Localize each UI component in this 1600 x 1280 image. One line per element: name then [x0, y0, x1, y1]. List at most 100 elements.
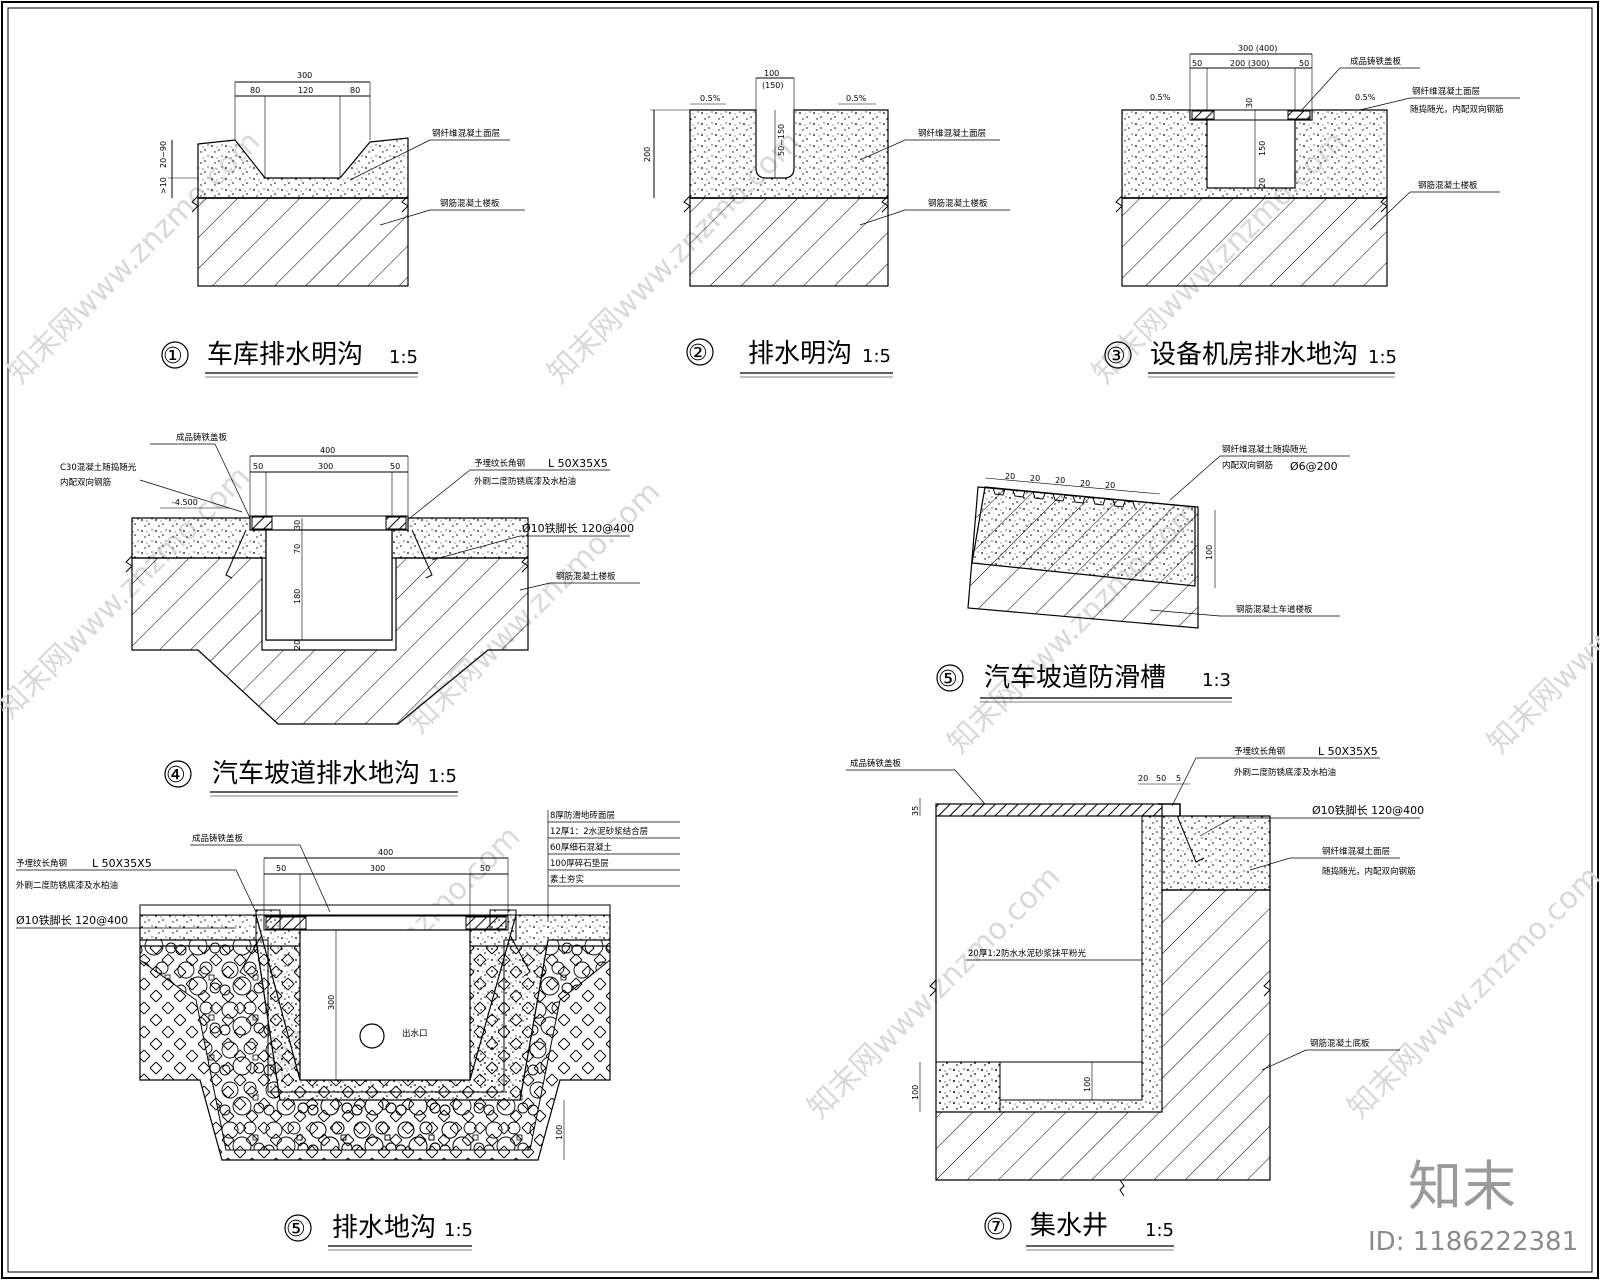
dim-label: 50: [390, 462, 400, 471]
dim-label: 30: [1245, 98, 1254, 108]
note-label: Ø10铁脚长 120@400: [1312, 803, 1424, 817]
detail-5-trench-section: 400 50 300 50 300 100 成品铸铁盖板 予埋纹长角钢 L 50…: [16, 810, 680, 1161]
dim-label: 50: [480, 864, 490, 873]
note-label: Ø6@200: [1290, 460, 1338, 473]
note-label: 成品铸铁盖板: [850, 758, 902, 769]
detail-scale: 1:5: [444, 1220, 473, 1241]
dim-label: 300: [297, 71, 312, 80]
note-label: C30混凝土随捣随光: [60, 462, 137, 473]
detail-title: 汽车坡道排水地沟: [212, 759, 420, 789]
note-label: 随捣随光，内配双向钢筋: [1322, 866, 1416, 877]
note-label: Ø10铁脚长 120@400: [16, 913, 128, 927]
note-label: 内配双向钢筋: [1222, 460, 1273, 471]
detail-1-section: 300 80 120 80 20~90 >10 钢纤维混凝土面层 钢筋混凝土楼板: [159, 71, 525, 287]
detail-2-caption: ② 排水明沟 1:5: [686, 338, 893, 378]
note-label: 100厚碎石垫层: [550, 858, 609, 869]
dim-label: 20: [1138, 774, 1148, 783]
dim-label: 20~90: [159, 141, 168, 168]
detail-number: ⑤: [286, 1217, 306, 1242]
dim-label: 100: [1083, 1077, 1092, 1092]
detail-scale: 1:3: [1202, 670, 1231, 691]
dim-label: 400: [320, 446, 335, 455]
note-label: 素土夯实: [550, 874, 584, 885]
note-label: 外刷二度防锈底漆及水柏油: [1234, 767, 1336, 778]
detail-scale: 1:5: [428, 766, 457, 787]
detail-scale: 1:5: [862, 346, 891, 367]
note-label: 成品铸铁盖板: [176, 432, 228, 443]
dim-label: 50: [1156, 774, 1166, 783]
detail-5-trench-caption: ⑤ 排水地沟 1:5: [284, 1213, 473, 1251]
dim-label: (150): [762, 81, 784, 90]
note-label: 12厚1：2水泥砂浆结合层: [550, 826, 648, 837]
dim-label: 100: [1205, 545, 1214, 560]
dim-label: 20: [1080, 479, 1090, 488]
dim-label: 35: [911, 806, 920, 816]
dim-label: 0.5%: [846, 94, 867, 103]
dim-label: 50: [276, 864, 286, 873]
note-label: Ø10铁脚长 120@400: [522, 521, 634, 535]
detail-scale: 1:5: [1368, 347, 1397, 368]
note-label: 出水口: [402, 1028, 428, 1039]
watermark-text: 知末网www.znzmo.com: [1481, 494, 1600, 760]
detail-4-caption: ④ 汽车坡道排水地沟 1:5: [164, 759, 458, 797]
dim-label: 200 (300): [1230, 59, 1269, 68]
note-label: L 50X35X5: [548, 457, 608, 470]
brand-name: 知末: [1408, 1155, 1516, 1218]
note-label: 钢纤维混凝土面层: [432, 128, 500, 139]
detail-number: ⑦: [986, 1215, 1006, 1240]
dim-label: 300 (400): [1238, 44, 1277, 53]
note-label: 钢筋混凝土楼板: [556, 571, 616, 582]
dim-label: 300: [318, 462, 333, 471]
note-label: 钢纤维混凝土面层: [918, 128, 986, 139]
note-label: 钢筋混凝土车道楼板: [1236, 604, 1313, 615]
image-id-label: ID: 1186222381: [1368, 1227, 1578, 1257]
note-label: 钢纤维混凝土面层: [1322, 846, 1390, 857]
note-label: 钢纤维混凝土随捣随光: [1222, 444, 1308, 455]
note-label: 钢筋混凝土楼板: [440, 198, 500, 209]
note-label: 成品铸铁盖板: [192, 833, 244, 844]
detail-7-section: 20 50 5 35 100 100 成品铸铁盖板 予埋纹长角钢 L 50X35…: [846, 745, 1424, 1197]
dim-label: 50: [253, 462, 263, 471]
detail-title: 设备机房排水地沟: [1150, 340, 1358, 370]
dim-label: 50~150: [777, 124, 786, 156]
detail-title: 排水明沟: [748, 339, 852, 369]
detail-5-ramp-caption: ⑤ 汽车坡道防滑槽 1:3: [936, 663, 1232, 703]
dim-label: 300: [370, 864, 385, 873]
dim-label: 180: [293, 589, 302, 604]
dim-label: 300: [327, 995, 336, 1010]
note-label: 随捣随光，内配双向钢筋: [1410, 104, 1504, 115]
note-label: 内配双向钢筋: [60, 477, 111, 488]
note-label: 外刷二度防锈底漆及水柏油: [474, 476, 576, 487]
note-label: L 50X35X5: [1318, 745, 1378, 758]
dim-label: 0.5%: [1150, 93, 1171, 102]
note-label: 予埋纹长角钢: [16, 858, 67, 869]
note-label: 外刷二度防锈底漆及水柏油: [16, 880, 118, 891]
dim-label: 50: [1299, 59, 1309, 68]
brand-logo: 知末 ID: 1186222381: [1368, 1155, 1578, 1257]
detail-title: 排水地沟: [332, 1213, 436, 1243]
note-label: 钢筋混凝土底板: [1310, 1038, 1370, 1049]
detail-number: ③: [1106, 344, 1126, 369]
note-label: 钢纤维混凝土面层: [1412, 86, 1480, 97]
dim-label: 70: [293, 544, 302, 554]
detail-number: ④: [166, 763, 186, 788]
dim-label: 5: [1176, 774, 1181, 783]
dim-label: 100: [764, 69, 779, 78]
note-label: 60厚细石混凝土: [550, 842, 612, 853]
detail-title: 车库排水明沟: [207, 340, 363, 370]
dim-label: 150: [1258, 141, 1267, 156]
detail-5-ramp-section: 20 20 20 20 20 100 钢纤维混凝土随捣随光 内配双向钢筋 Ø6@…: [967, 444, 1350, 629]
dim-label: 0.5%: [1355, 93, 1376, 102]
dim-label: 80: [250, 86, 260, 95]
detail-3-section: 300 (400) 50 200 (300) 50 0.5% 0.5% 30 1…: [1115, 44, 1520, 287]
dim-label: 20: [293, 640, 302, 650]
detail-7-caption: ⑦ 集水井 1:5: [984, 1211, 1174, 1251]
dim-label: 20: [1030, 474, 1040, 483]
note-label: 成品铸铁盖板: [1350, 56, 1402, 67]
dim-label: 200: [643, 147, 652, 162]
dim-label: 20: [1258, 178, 1267, 188]
detail-title: 集水井: [1030, 1211, 1108, 1241]
detail-4-section: 400 50 300 50 -4.500 30 70 180 20 成品铸铁盖板…: [60, 432, 640, 725]
